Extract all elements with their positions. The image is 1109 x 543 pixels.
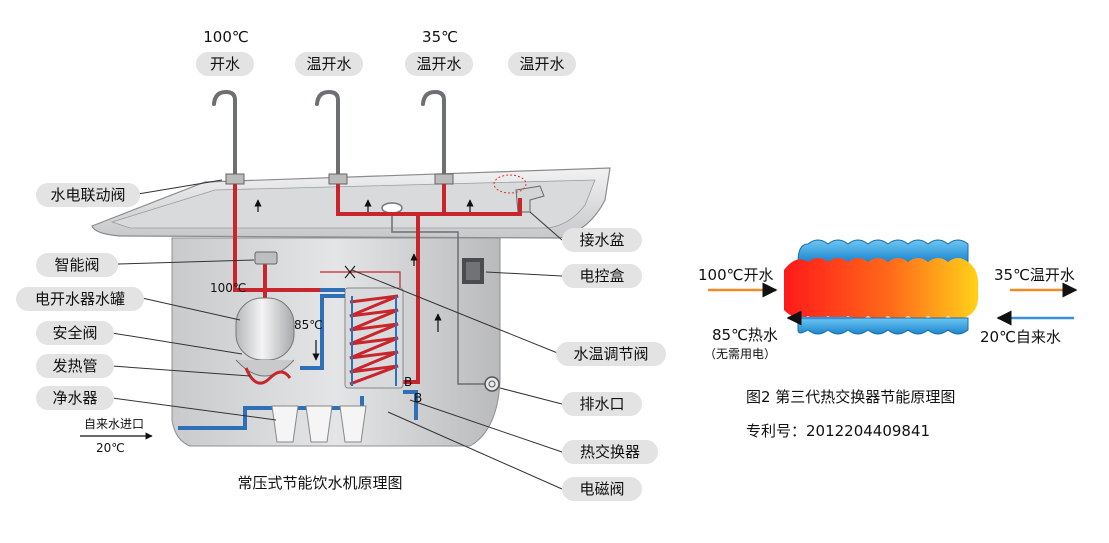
inlet-label: 自来水进口: [84, 417, 144, 431]
patent-number: 专利号：2012204409841: [746, 422, 930, 440]
leader-lines: [111, 179, 563, 490]
water-filters: [271, 405, 367, 443]
water-tank: [235, 297, 295, 361]
label-tank: 电开水器水罐: [35, 290, 125, 308]
port-b2: B: [414, 391, 422, 405]
label-heater: 发热管: [52, 357, 97, 375]
label-no-power: （无需用电）: [704, 347, 776, 361]
cabinet-body: [171, 237, 501, 447]
left-labels: 水电联动阀 智能阀 电开水器水罐 安全阀 发热管 净水器: [16, 183, 144, 410]
top-tap-labels: 100℃ 35℃ 开水 温开水 温开水 温开水: [196, 28, 576, 76]
right-labels: 接水盆 电控盒 水温调节阀 排水口 热交换器 电磁阀: [556, 228, 666, 501]
label-control-box: 电控盒: [579, 267, 624, 285]
label-warm-out: 35℃温开水: [994, 266, 1075, 284]
label-basin: 接水盆: [579, 231, 624, 249]
tap-label-2: 温开水: [306, 55, 351, 73]
drain-outlet: [484, 376, 500, 392]
tap-temp-3: 35℃: [422, 28, 458, 46]
hot-band: [784, 258, 979, 319]
label-temp-valve: 水温调节阀: [573, 345, 648, 363]
inner-temp-85: 85℃: [294, 318, 323, 332]
tap-temp-1: 100℃: [203, 28, 248, 46]
tap-label-1: 开水: [210, 55, 240, 73]
wave-bottom: [797, 317, 969, 335]
exchanger-title: 图2 第三代热交换器节能原理图: [746, 388, 955, 406]
inner-temp-100: 100℃: [210, 281, 246, 295]
label-heat-exchanger: 热交换器: [580, 443, 640, 461]
left-caption: 常压式节能饮水机原理图: [237, 474, 402, 492]
inlet-temp: 20℃: [96, 441, 125, 455]
wave-top: [797, 239, 969, 263]
exchanger-figure: [708, 239, 1078, 335]
label-drain: 排水口: [579, 395, 624, 413]
label-safety-valve: 安全阀: [52, 324, 97, 342]
tap-label-4: 温开水: [519, 55, 564, 73]
smart-valve: [254, 251, 278, 265]
dispenser-figure: [80, 89, 611, 447]
label-linkage-valve: 水电联动阀: [50, 186, 125, 204]
label-cold-in: 20℃自来水: [980, 328, 1061, 346]
drain-dish: [381, 202, 403, 214]
label-solenoid: 电磁阀: [579, 480, 624, 498]
tap-label-3: 温开水: [416, 55, 461, 73]
label-smart-valve: 智能阀: [54, 256, 99, 274]
label-purifier: 净水器: [52, 389, 97, 407]
label-hot-in: 100℃开水: [698, 266, 773, 284]
label-85-out: 85℃热水: [712, 326, 778, 344]
exchanger-coil: [349, 294, 399, 386]
port-b1: B: [404, 375, 412, 389]
heating-element: [244, 367, 292, 385]
